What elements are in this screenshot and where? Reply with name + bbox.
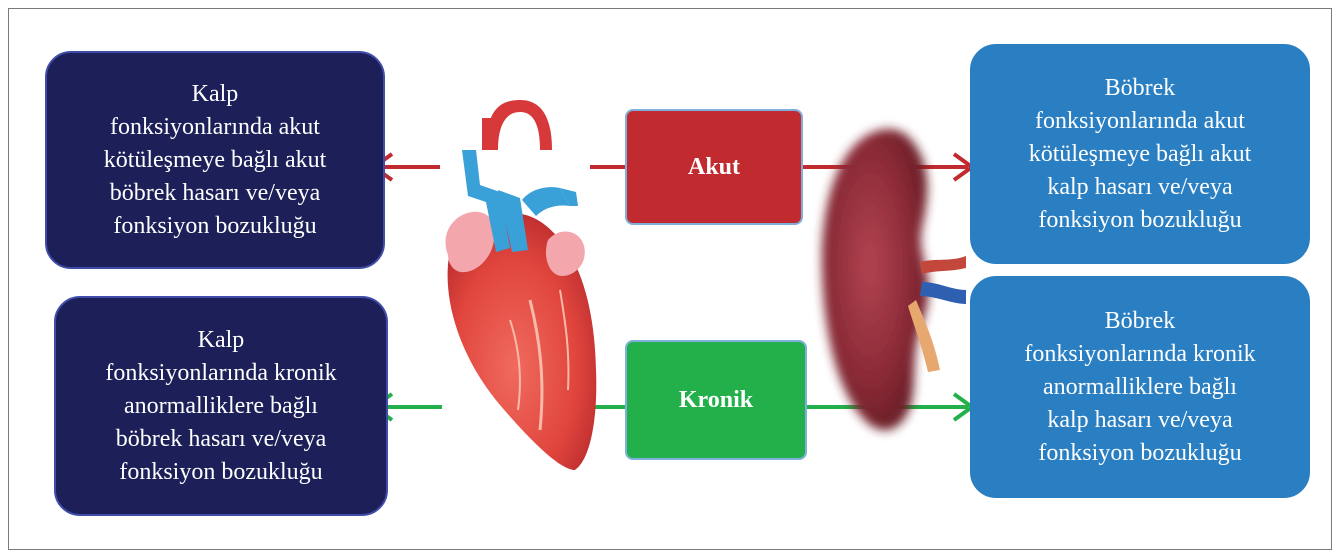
kidney-acute-effect-text: Böbrek fonksiyonlarında akut kötüleşmeye… [1029,72,1252,237]
heart-acute-effect-text: Kalp fonksiyonlarında akut kötüleşmeye b… [104,78,327,243]
kidney-chronic-effect-box: Böbrek fonksiyonlarında kronik anormalli… [970,276,1310,498]
chronic-label: Kronik [679,387,753,414]
kidney-icon [822,129,966,430]
heart-icon [445,100,596,470]
heart-acute-effect-box: Kalp fonksiyonlarında akut kötüleşmeye b… [45,51,385,269]
kidney-acute-effect-box: Böbrek fonksiyonlarında akut kötüleşmeye… [970,44,1310,264]
acute-label: Akut [688,154,740,181]
chronic-label-box: Kronik [625,340,807,460]
acute-label-box: Akut [625,109,803,225]
heart-chronic-effect-text: Kalp fonksiyonlarında kronik anormallikl… [105,324,336,489]
heart-chronic-effect-box: Kalp fonksiyonlarında kronik anormallikl… [54,296,388,516]
kidney-chronic-effect-text: Böbrek fonksiyonlarında kronik anormalli… [1024,305,1255,470]
